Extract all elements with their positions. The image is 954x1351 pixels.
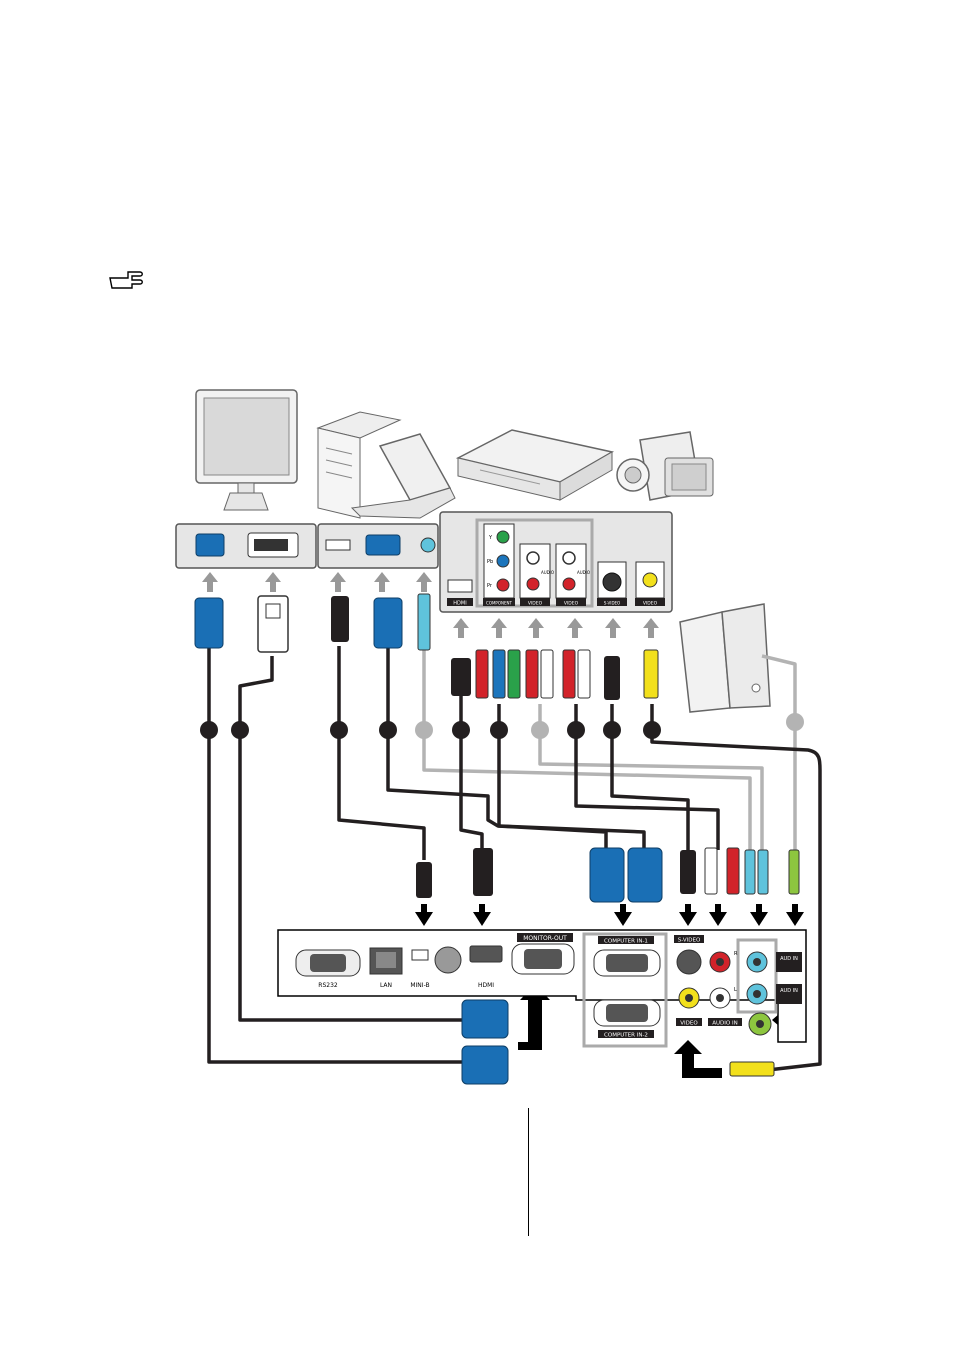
r-label: R — [734, 951, 738, 957]
mini-b-label: MINI-B — [410, 982, 429, 989]
src-s-video-label: S-VIDEO — [604, 601, 620, 606]
audio-in-1-label: AUD IN — [780, 956, 798, 962]
src-video-3-label: VIDEO — [643, 601, 658, 607]
computer-in-1-label: COMPUTER IN-1 — [604, 939, 648, 945]
speakers-device — [680, 604, 770, 712]
pc-source-panel — [318, 524, 438, 568]
camcorder-device — [617, 432, 713, 500]
video-source-panel: HDMI Y Pb Pr COMPONENT AUDIO VIDEO AUDIO… — [440, 512, 672, 612]
video-label: VIDEO — [680, 1021, 698, 1027]
laptop-device — [352, 434, 455, 518]
src-video-2-label: VIDEO — [564, 601, 579, 607]
desktop-pc-device — [318, 412, 400, 518]
src-hdmi-label: HDMI — [453, 601, 466, 607]
audio-in-label: AUDIO IN — [712, 1021, 737, 1027]
column-divider — [528, 1108, 529, 1236]
monitor-source-panel — [176, 524, 316, 568]
src-pb-label: Pb — [487, 559, 493, 565]
audio-in-2-label: AUD IN — [780, 988, 798, 994]
hdmi-label: HDMI — [478, 982, 494, 989]
src-audio-1-label: AUDIO — [541, 570, 554, 575]
dvd-player-device — [458, 430, 612, 500]
cable-markers — [200, 713, 804, 739]
monitor-out-label: MONITOR-OUT — [523, 935, 567, 942]
monitor-device — [196, 390, 297, 510]
lan-label: LAN — [380, 982, 392, 989]
s-video-label: S-VIDEO — [678, 938, 701, 944]
src-audio-2-label: AUDIO — [577, 570, 590, 575]
rs232-label: RS232 — [318, 982, 338, 989]
computer-in-2-label: COMPUTER IN-2 — [604, 1033, 648, 1039]
l-label: L — [734, 987, 737, 993]
src-video-1-label: VIDEO — [528, 601, 543, 607]
hand-pointer-icon — [110, 272, 142, 288]
src-component-label: COMPONENT — [486, 601, 512, 606]
